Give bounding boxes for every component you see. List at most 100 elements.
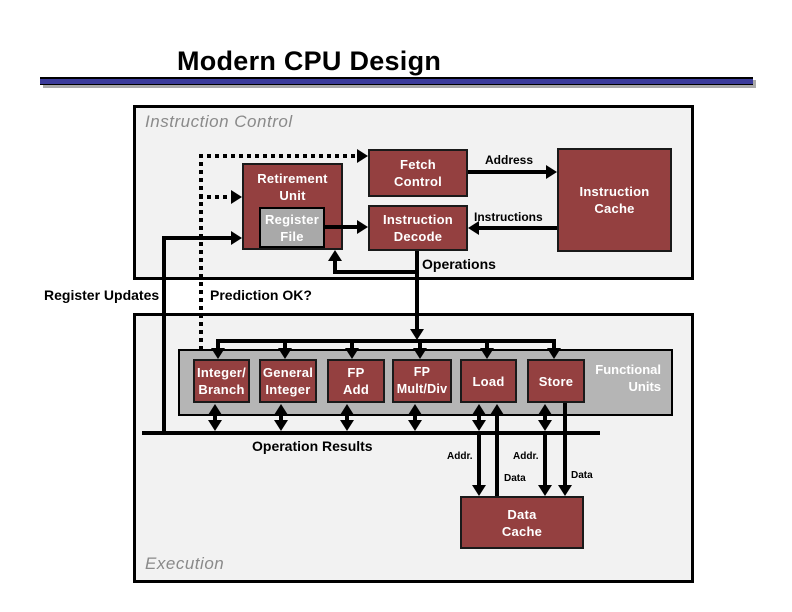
unit2-bus-down-arrowhead-icon xyxy=(274,420,288,431)
prediction-dotted-vertical-line xyxy=(199,154,203,349)
feeder-line-2 xyxy=(283,341,287,350)
slide-title: Modern CPU Design xyxy=(177,46,442,76)
unit2-bus-up-arrowhead-icon xyxy=(274,404,288,415)
load-bus-line xyxy=(477,412,481,422)
functional-units-label: Functional Units xyxy=(585,361,661,395)
operations-branch-horizontal-line xyxy=(333,270,417,274)
unit1-bus-down-arrowhead-icon xyxy=(208,420,222,431)
unit3-bus-line xyxy=(345,412,349,422)
operations-feed-arrowhead-icon xyxy=(410,329,424,340)
instruction-cache-label-line1: Instruction xyxy=(579,184,650,199)
prediction-ok-label: Prediction OK? xyxy=(210,287,312,303)
data-cache-label-line2: Cache xyxy=(501,523,543,539)
fetch-control-label-line1: Fetch xyxy=(400,157,436,172)
feeder-arrowhead-1-icon xyxy=(211,348,225,359)
unit4-bus-line xyxy=(413,412,417,422)
instruction-decode-label-line1: Instruction xyxy=(382,212,454,227)
operations-distribution-line xyxy=(216,339,556,343)
functional-units-label-line2: Units xyxy=(628,379,662,394)
instructions-label: Instructions xyxy=(474,210,543,224)
store-bus-line xyxy=(543,412,547,422)
instructions-arrowhead-icon xyxy=(468,221,479,235)
instruction-cache-box: Instruction Cache xyxy=(557,148,672,252)
retirement-unit-label-line2: Unit xyxy=(279,188,306,203)
unit-general-integer-line1: General xyxy=(262,365,314,380)
register-updates-vertical-line xyxy=(162,236,166,433)
unit1-bus-up-arrowhead-icon xyxy=(208,404,222,415)
operations-retirement-arrowhead-icon xyxy=(328,250,342,261)
store-bus-down-arrowhead-icon xyxy=(538,420,552,431)
register-updates-label: Register Updates xyxy=(44,287,160,303)
feeder-arrowhead-4-icon xyxy=(413,348,427,359)
unit-load-label: Load xyxy=(472,373,505,389)
load-addr-line xyxy=(477,435,481,486)
load-data-line xyxy=(495,412,499,496)
retirement-unit-box: Retirement Unit xyxy=(242,163,343,250)
feeder-arrowhead-5-icon xyxy=(480,348,494,359)
address-label: Address xyxy=(485,153,534,167)
unit-fp-mult-div-line2: Mult/Div xyxy=(396,382,448,396)
fetch-control-box: Fetch Control xyxy=(368,149,468,197)
feeder-line-5 xyxy=(485,341,489,350)
prediction-fetch-arrowhead-icon xyxy=(357,149,368,163)
load-addr-label: Addr. xyxy=(447,451,473,462)
store-addr-arrowhead-icon xyxy=(538,485,552,496)
unit4-bus-up-arrowhead-icon xyxy=(408,404,422,415)
unit-general-integer-line2: Integer xyxy=(265,382,311,397)
data-cache-box: Data Cache xyxy=(460,496,584,549)
feeder-arrowhead-3-icon xyxy=(345,348,359,359)
instruction-cache-label-line2: Cache xyxy=(594,201,635,216)
store-addr-label: Addr. xyxy=(513,451,539,462)
unit-fp-add-line1: FP xyxy=(347,365,365,380)
unit4-bus-down-arrowhead-icon xyxy=(408,420,422,431)
register-updates-arrowhead-icon xyxy=(231,231,242,245)
unit-integer-branch-line1: Integer/ xyxy=(196,365,247,380)
feeder-line-6 xyxy=(552,341,556,350)
fetch-control-label-line2: Control xyxy=(393,174,443,189)
operations-label: Operations xyxy=(422,256,496,272)
feeder-arrowhead-6-icon xyxy=(547,348,561,359)
unit-store-box: Store xyxy=(527,359,585,403)
regfile-to-decode-arrowhead-icon xyxy=(357,220,368,234)
register-file-label-line1: Register xyxy=(264,211,320,227)
operations-feed-vertical-line xyxy=(415,251,419,331)
store-addr-line xyxy=(543,435,547,486)
feeder-line-1 xyxy=(216,341,220,350)
store-data-arrowhead-icon xyxy=(558,485,572,496)
register-updates-horizontal-line xyxy=(162,236,231,240)
unit-integer-branch-line2: Branch xyxy=(198,382,245,397)
prediction-retirement-arrowhead-icon xyxy=(231,190,242,204)
instruction-control-label: Instruction Control xyxy=(145,112,293,131)
unit-general-integer-box: General Integer xyxy=(259,359,317,403)
data-cache-label-line1: Data xyxy=(507,506,537,522)
unit2-bus-line xyxy=(279,412,283,422)
instruction-decode-box: Instruction Decode xyxy=(368,205,468,251)
unit-fp-mult-div-line1: FP xyxy=(413,365,431,379)
prediction-dotted-line-to-retirement xyxy=(199,195,231,199)
regfile-to-decode-line xyxy=(325,225,358,229)
unit-load-box: Load xyxy=(460,359,517,403)
store-data-line xyxy=(563,403,567,486)
unit-fp-add-line2: Add xyxy=(342,382,370,397)
load-bus-up-arrowhead-icon xyxy=(472,404,486,415)
instruction-decode-label-line2: Decode xyxy=(393,229,443,244)
register-file-label-line2: File xyxy=(280,228,304,244)
operation-results-bus xyxy=(142,431,600,435)
unit3-bus-up-arrowhead-icon xyxy=(340,404,354,415)
address-arrowhead-icon xyxy=(546,165,557,179)
load-data-up-arrowhead-icon xyxy=(490,404,504,415)
unit-fp-mult-div-box: FP Mult/Div xyxy=(392,359,452,403)
load-bus-down-arrowhead-icon xyxy=(472,420,486,431)
unit1-bus-line xyxy=(213,412,217,422)
retirement-unit-label-line1: Retirement xyxy=(257,171,328,186)
prediction-dotted-line-to-fetch xyxy=(199,154,357,158)
title-underline-bar xyxy=(40,77,753,85)
load-data-label: Data xyxy=(504,473,526,484)
execution-label: Execution xyxy=(145,554,225,573)
load-addr-arrowhead-icon xyxy=(472,485,486,496)
address-line xyxy=(468,170,547,174)
unit-store-label: Store xyxy=(538,373,574,389)
store-data-label: Data xyxy=(571,470,593,481)
instructions-line xyxy=(479,226,557,230)
